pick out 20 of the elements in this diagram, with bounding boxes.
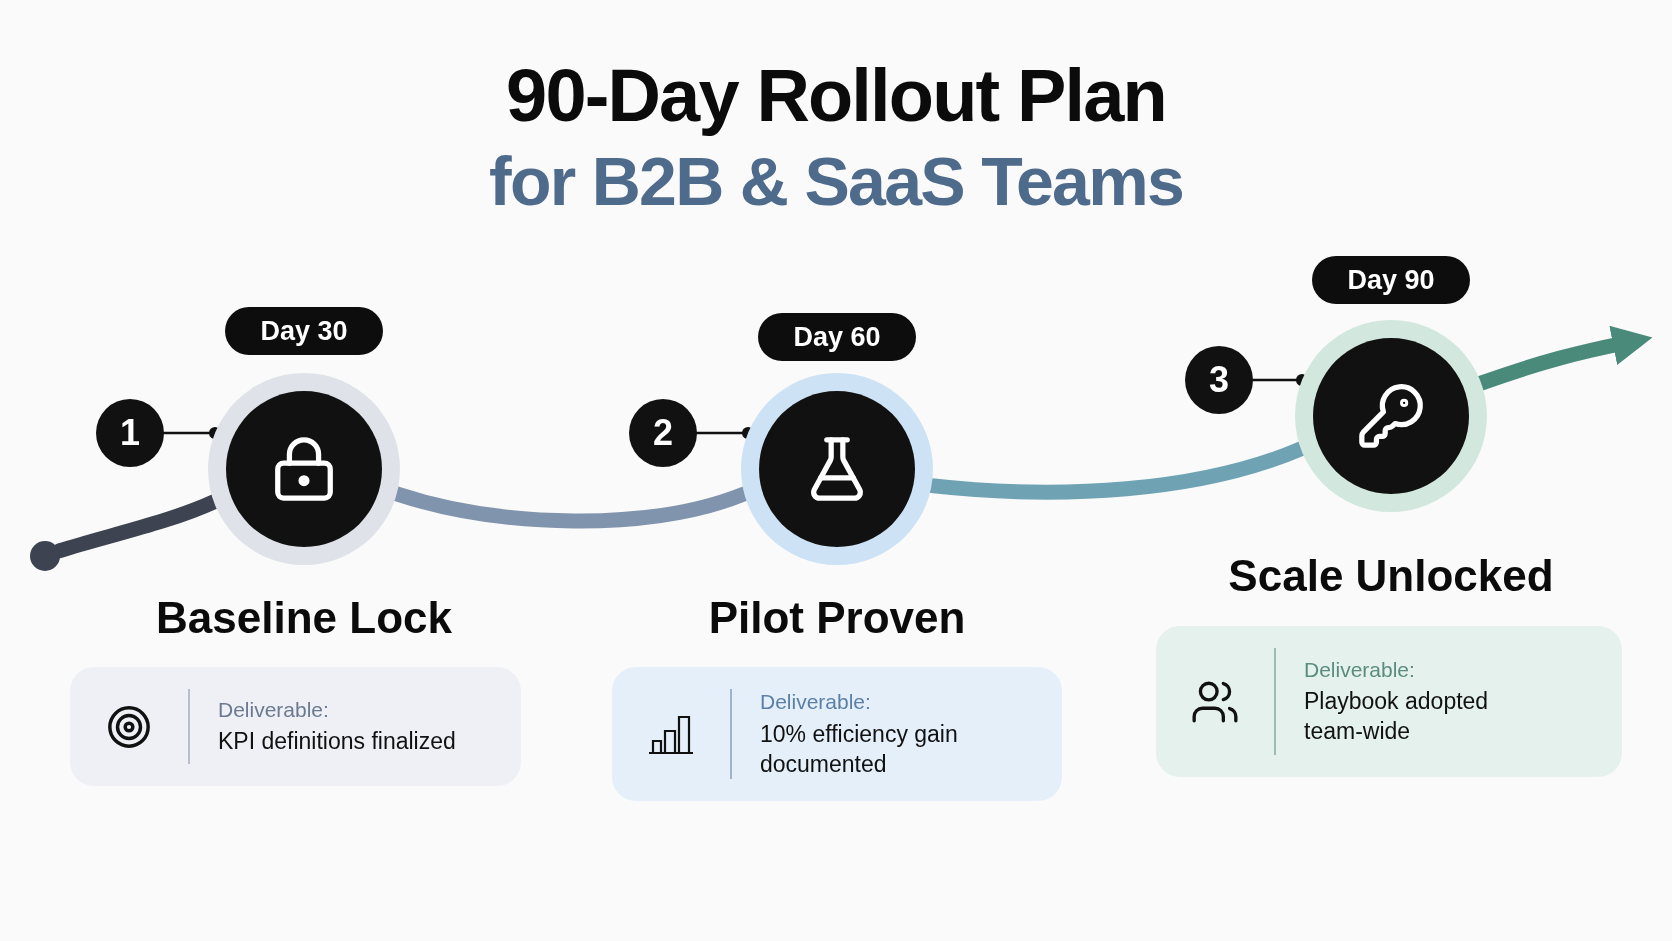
card-text: KPI definitions finalized: [218, 727, 456, 757]
deliverable-card: [1156, 626, 1622, 777]
deliverable-card: [612, 667, 1062, 801]
card-text: 10% efficiency gain documented: [760, 719, 959, 779]
deliverable-card: [70, 667, 521, 786]
subtitle: for B2B & SaaS Teams: [488, 141, 1184, 221]
milestone-title: Scale Unlocked: [1228, 554, 1554, 598]
step-number: 2: [629, 399, 697, 467]
day-pill: Day 60: [758, 313, 916, 361]
card-heading: Deliverable:: [760, 689, 872, 716]
step-number: 3: [1185, 346, 1253, 414]
title: 90-Day Rollout Plan: [506, 53, 1166, 139]
step-number: 1: [96, 399, 164, 467]
card-text: Playbook adopted team-wide: [1304, 687, 1490, 747]
day-pill: Day 30: [225, 307, 383, 355]
milestone-title: Pilot Proven: [708, 596, 966, 640]
day-pill: Day 90: [1312, 256, 1470, 304]
card-heading: Deliverable:: [218, 696, 330, 723]
milestone-title: Baseline Lock: [156, 596, 452, 640]
card-heading: Deliverable:: [1304, 656, 1416, 683]
